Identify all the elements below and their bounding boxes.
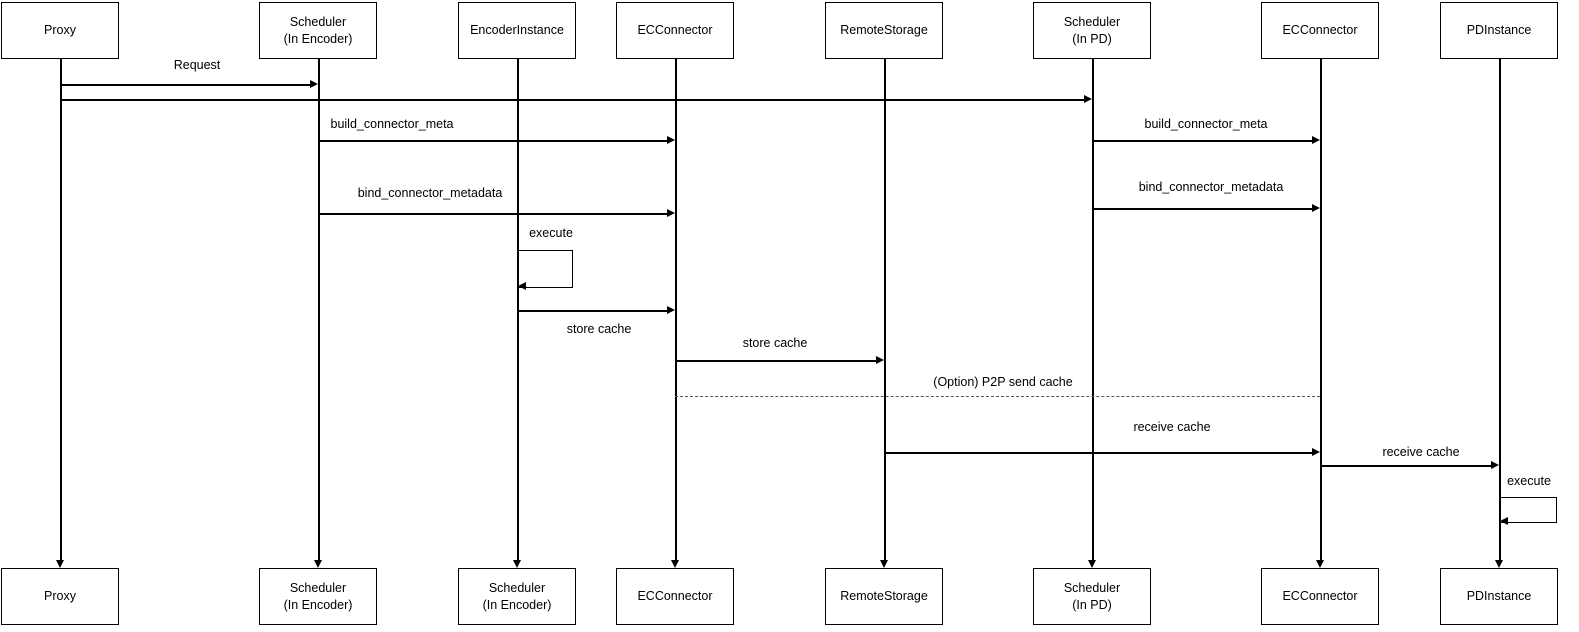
- message-line-receive-cache-ec: [884, 452, 1313, 454]
- actor-label: Proxy: [44, 589, 76, 604]
- actor-bottom-scheduler-encoder-2: Scheduler (In Encoder): [458, 568, 576, 625]
- lifeline-arrow-down-icon: [314, 560, 322, 568]
- message-line-bind-connector-metadata-right: [1092, 208, 1313, 210]
- actor-bottom-proxy: Proxy: [1, 568, 119, 625]
- actor-label: PDInstance: [1466, 589, 1532, 604]
- message-label-build-connector-meta-left: build_connector_meta: [330, 117, 454, 131]
- message-line-build-connector-meta-left: [318, 140, 668, 142]
- message-label-store-cache-encoder: store cache: [566, 322, 632, 336]
- actor-label: RemoteStorage: [840, 23, 928, 38]
- arrowhead-right-icon: [1491, 461, 1499, 469]
- actor-label: Scheduler (In PD): [1063, 15, 1121, 46]
- actor-label: EncoderInstance: [470, 23, 564, 38]
- actor-top-ecconnector-left: ECConnector: [616, 2, 734, 59]
- actor-label: Scheduler (In Encoder): [283, 15, 353, 46]
- actor-top-scheduler-encoder: Scheduler (In Encoder): [259, 2, 377, 59]
- message-label-p2p-send-cache: (Option) P2P send cache: [933, 375, 1073, 389]
- actor-label: ECConnector: [637, 23, 713, 38]
- message-label-execute-encoder: execute: [529, 226, 573, 240]
- lifeline-ecconnector-right: [1320, 59, 1322, 561]
- arrowhead-right-icon: [1312, 204, 1320, 212]
- self-message-loop-pd: [1499, 497, 1557, 523]
- lifeline-arrow-down-icon: [1495, 560, 1503, 568]
- actor-top-pdinstance: PDInstance: [1440, 2, 1558, 59]
- actor-label: ECConnector: [1282, 23, 1358, 38]
- arrowhead-right-icon: [667, 306, 675, 314]
- lifeline-remotestorage: [884, 59, 886, 561]
- message-line-build-connector-meta-right: [1092, 140, 1313, 142]
- message-line-p2p-send-cache: [675, 396, 1320, 397]
- message-label-build-connector-meta-right: build_connector_meta: [1144, 117, 1268, 131]
- self-message-loop-encoder: [517, 250, 573, 288]
- lifeline-arrow-down-icon: [880, 560, 888, 568]
- actor-label: Scheduler (In PD): [1063, 581, 1121, 612]
- arrowhead-right-icon: [1084, 95, 1092, 103]
- actor-bottom-ecconnector-right: ECConnector: [1261, 568, 1379, 625]
- lifeline-arrow-down-icon: [56, 560, 64, 568]
- lifeline-arrow-down-icon: [513, 560, 521, 568]
- actor-label: Scheduler (In Encoder): [283, 581, 353, 612]
- actor-label: ECConnector: [1282, 589, 1358, 604]
- message-label-receive-cache-ec: receive cache: [1133, 420, 1211, 434]
- actor-top-remotestorage: RemoteStorage: [825, 2, 943, 59]
- arrowhead-right-icon: [876, 356, 884, 364]
- message-label-store-cache-remote: store cache: [742, 336, 808, 350]
- lifeline-proxy: [60, 59, 62, 561]
- arrowhead-right-icon: [1312, 448, 1320, 456]
- message-label-execute-pd: execute: [1507, 474, 1551, 488]
- actor-top-scheduler-pd: Scheduler (In PD): [1033, 2, 1151, 59]
- actor-bottom-pdinstance: PDInstance: [1440, 568, 1558, 625]
- actor-label: RemoteStorage: [840, 589, 928, 604]
- actor-bottom-ecconnector-left: ECConnector: [616, 568, 734, 625]
- lifeline-pdinstance: [1499, 59, 1501, 561]
- message-label-bind-connector-metadata-right: bind_connector_metadata: [1138, 180, 1284, 194]
- actor-bottom-scheduler-pd: Scheduler (In PD): [1033, 568, 1151, 625]
- arrowhead-right-icon: [1312, 136, 1320, 144]
- arrowhead-right-icon: [667, 209, 675, 217]
- message-line-proxy-to-scheduler-pd: [60, 99, 1085, 101]
- message-label-bind-connector-metadata-left: bind_connector_metadata: [357, 186, 503, 200]
- message-line-store-cache-remote: [675, 360, 877, 362]
- message-label-receive-cache-pd: receive cache: [1382, 445, 1460, 459]
- message-line-store-cache-encoder: [517, 310, 668, 312]
- arrowhead-right-icon: [667, 136, 675, 144]
- arrowhead-right-icon: [310, 80, 318, 88]
- lifeline-scheduler-encoder: [318, 59, 320, 561]
- actor-label: PDInstance: [1466, 23, 1532, 38]
- actor-label: Proxy: [44, 23, 76, 38]
- actor-bottom-scheduler-encoder: Scheduler (In Encoder): [259, 568, 377, 625]
- actor-top-ecconnector-right: ECConnector: [1261, 2, 1379, 59]
- actor-top-encoder-instance: EncoderInstance: [458, 2, 576, 59]
- actor-label: Scheduler (In Encoder): [482, 581, 552, 612]
- actor-label: ECConnector: [637, 589, 713, 604]
- arrowhead-left-icon: [518, 282, 526, 290]
- message-line-bind-connector-metadata-left: [318, 213, 668, 215]
- message-line-request: [60, 84, 311, 86]
- lifeline-arrow-down-icon: [1316, 560, 1324, 568]
- actor-bottom-remotestorage: RemoteStorage: [825, 568, 943, 625]
- actor-top-proxy: Proxy: [1, 2, 119, 59]
- lifeline-scheduler-pd: [1092, 59, 1094, 561]
- lifeline-ecconnector-left: [675, 59, 677, 561]
- lifeline-arrow-down-icon: [1088, 560, 1096, 568]
- arrowhead-left-icon: [1500, 517, 1508, 525]
- lifeline-arrow-down-icon: [671, 560, 679, 568]
- message-label-request: Request: [173, 58, 221, 72]
- message-line-receive-cache-pd: [1320, 465, 1492, 467]
